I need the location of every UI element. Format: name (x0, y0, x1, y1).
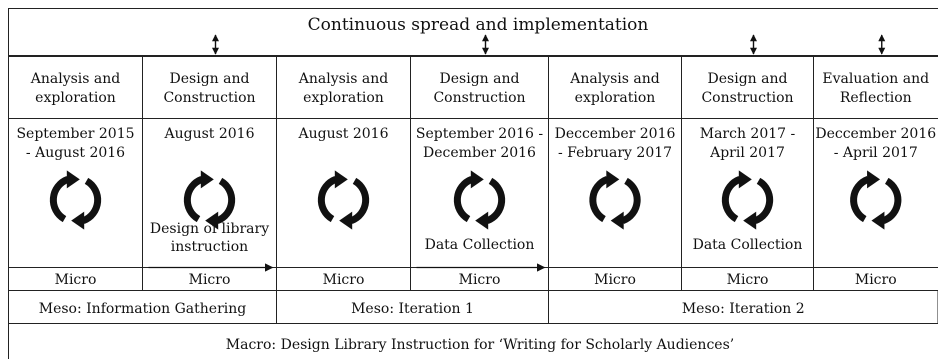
phase-dates: March 2017 - (700, 126, 796, 142)
phase-type-label: Reflection (840, 90, 912, 106)
phase-note: Data Collection (693, 237, 803, 253)
micro-label: Micro (727, 272, 769, 288)
phase-dates: September 2015 (16, 126, 134, 142)
phase-dates: August 2016 (164, 126, 255, 142)
micro-label: Micro (855, 272, 897, 288)
phase-dates: - April 2017 (834, 145, 918, 161)
macro-label: Macro: Design Library Instruction for ‘W… (226, 337, 734, 353)
phase-type-label: Analysis and (298, 71, 389, 87)
phase-type-label: Analysis and (30, 71, 121, 87)
micro-label: Micro (55, 272, 97, 288)
phase-type-label: Evaluation and (822, 71, 929, 87)
top-banner: Continuous spread and implementation (308, 15, 649, 35)
cycle-arrows-icon (721, 170, 774, 230)
phase-dates: - August 2016 (26, 145, 125, 161)
meso-label: Meso: Iteration 2 (682, 301, 805, 317)
phase-dates: - February 2017 (558, 145, 672, 161)
phase-type-label: Analysis and (569, 71, 660, 87)
phase-dates: April 2017 (709, 145, 785, 161)
cycle-arrows-icon (317, 170, 370, 230)
phase-note: Data Collection (425, 237, 535, 253)
phase-note: Design of library (150, 221, 269, 237)
phase-type-label: Design and (708, 71, 788, 87)
micro-label: Micro (189, 272, 231, 288)
meso-label: Meso: Iteration 1 (351, 301, 474, 317)
micro-label: Micro (594, 272, 636, 288)
phase-type-label: Construction (701, 90, 793, 106)
phase-dates: September 2016 - (416, 126, 543, 142)
phase-type-label: exploration (35, 90, 116, 106)
phase-type-label: exploration (303, 90, 384, 106)
phase-note: instruction (171, 239, 248, 255)
phase-type-label: Design and (440, 71, 520, 87)
micro-label: Micro (459, 272, 501, 288)
phase-dates: Deccember 2016 (815, 126, 936, 142)
cycle-arrows-icon (589, 170, 641, 230)
micro-label: Micro (323, 272, 365, 288)
cycle-arrows-icon (850, 170, 902, 230)
cycle-arrows-icon (49, 170, 102, 230)
phase-type-label: exploration (575, 90, 656, 106)
phase-type-label: Design and (170, 71, 250, 87)
phase-dates: December 2016 (423, 145, 536, 161)
phase-type-label: Construction (163, 90, 255, 106)
cycle-arrows-icon (183, 170, 236, 230)
phase-type-label: Construction (433, 90, 525, 106)
phase-dates: August 2016 (298, 126, 389, 142)
meso-label: Meso: Information Gathering (39, 301, 247, 317)
phase-dates: Deccember 2016 (555, 126, 676, 142)
cycle-arrows-icon (453, 170, 506, 230)
